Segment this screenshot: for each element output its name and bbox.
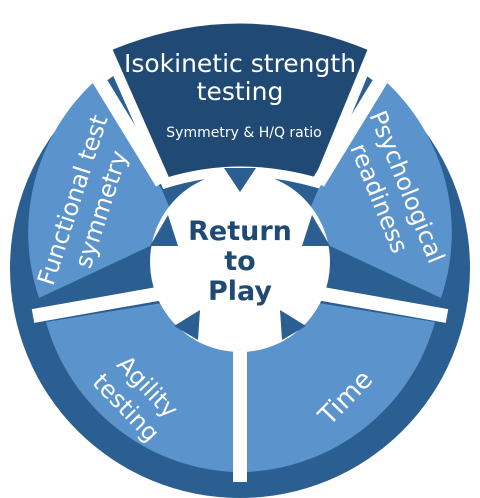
arrow-icon [224,168,256,192]
center-hub [150,172,330,352]
center-line3: Play [208,276,272,307]
isokinetic-subtitle: Symmetry & H/Q ratio [166,125,321,141]
segment-time [246,300,435,472]
segment-dividers [31,71,449,482]
center-line2: to [224,246,255,277]
isokinetic-title-line1: Isokinetic strength [124,49,356,78]
arrow-icon [302,215,330,246]
arrow-icon [150,215,178,246]
arrow-icon [174,310,200,340]
segment-isokinetic [99,13,381,190]
segment-functional [28,80,181,298]
center-line1: Return [188,216,292,247]
segment-agility [46,300,234,472]
isokinetic-title-line2: testing [197,77,284,106]
center-arrows [150,168,330,340]
segment-psychological [300,80,452,298]
arrow-icon [280,310,306,340]
